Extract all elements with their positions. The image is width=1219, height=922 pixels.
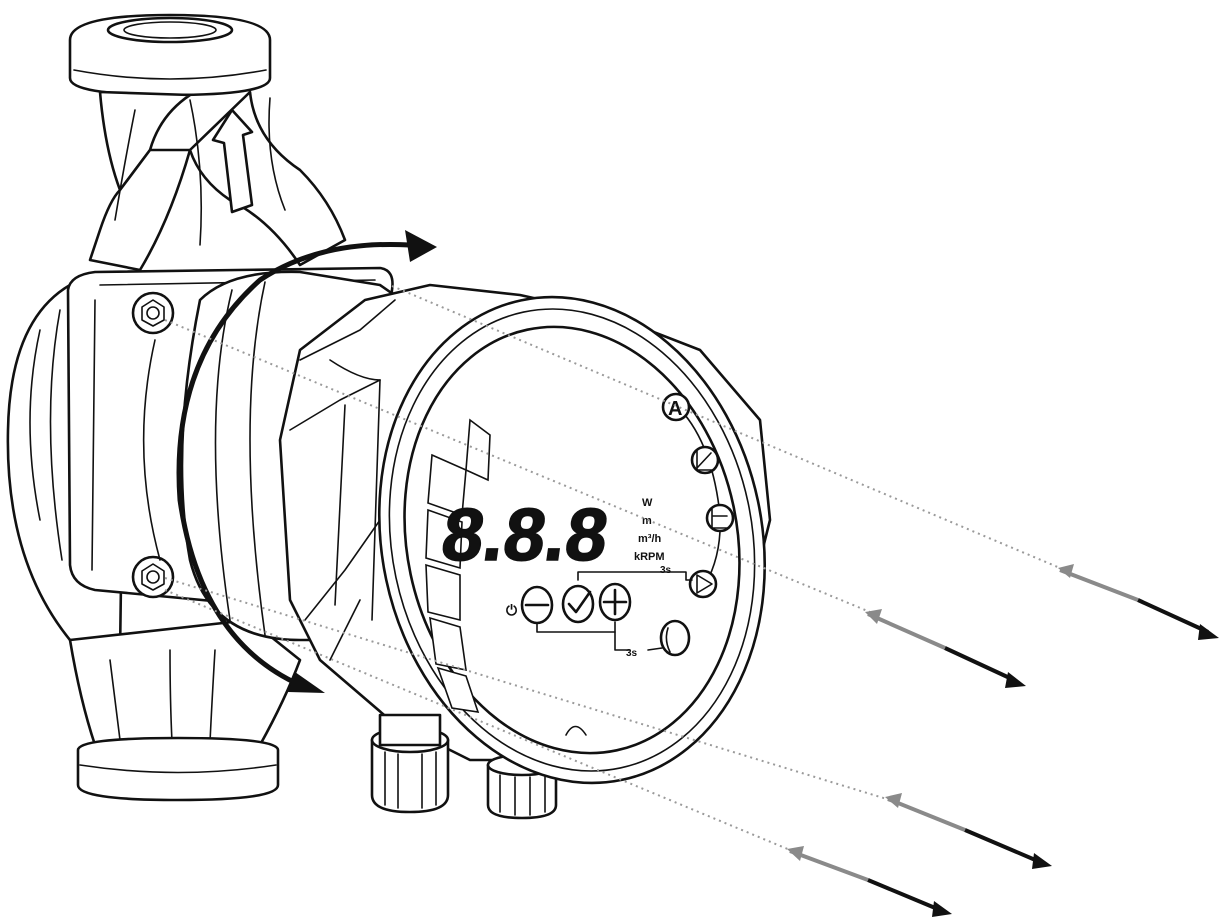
led-segment — [436, 666, 480, 713]
constant-pressure-icon[interactable] — [705, 503, 735, 533]
bolt-top — [131, 291, 175, 335]
direction-arrow-1 — [1058, 564, 1219, 640]
led-segment — [425, 508, 463, 570]
mode-selector: A 3s — [577, 392, 735, 599]
led-segment — [429, 616, 467, 672]
direction-arrow-4 — [787, 846, 952, 917]
led-segment — [427, 453, 467, 517]
led-bar-graph — [425, 418, 491, 713]
led-segment — [465, 418, 491, 482]
proportional-pressure-icon[interactable] — [690, 445, 720, 475]
control-faceplate: 8.8.8 W m m³/h kRPM A — [377, 295, 767, 785]
bolt-bottom — [131, 555, 175, 599]
cable-gland-left — [370, 713, 450, 814]
round-button[interactable] — [659, 619, 691, 657]
button-cluster: ⏻ 3s — [506, 582, 691, 659]
flow-direction-arrow — [211, 108, 254, 214]
direction-arrow-2 — [865, 609, 1026, 688]
direction-arrow-3 — [885, 793, 1052, 869]
minus-button[interactable] — [520, 585, 554, 625]
confirm-button[interactable] — [561, 584, 595, 624]
rotation-arrow — [176, 230, 437, 693]
direction-arrows — [787, 564, 1219, 917]
timing-label-lower: 3s — [626, 648, 638, 659]
bottom-flange — [76, 736, 280, 802]
plus-button[interactable] — [598, 582, 632, 622]
cable-glands — [370, 713, 558, 820]
leader-lines — [164, 285, 1061, 851]
pump-housing — [6, 13, 347, 802]
unit-m3h: m³/h — [638, 533, 662, 545]
seven-segment-display: 8.8.8 W m m³/h kRPM — [436, 493, 665, 577]
led-segment — [425, 563, 461, 622]
constant-speed-icon[interactable] — [688, 569, 718, 599]
display-digits: 8.8.8 — [437, 493, 613, 576]
mode-auto-icon[interactable]: A — [661, 392, 691, 422]
svg-text:A: A — [668, 398, 682, 420]
power-symbol: ⏻ — [506, 602, 517, 618]
unit-w: W — [642, 497, 653, 509]
unit-m: m — [642, 515, 652, 527]
timing-label-upper: 3s — [660, 565, 672, 576]
top-flange — [68, 13, 272, 97]
unit-krpm: kRPM — [634, 551, 665, 563]
